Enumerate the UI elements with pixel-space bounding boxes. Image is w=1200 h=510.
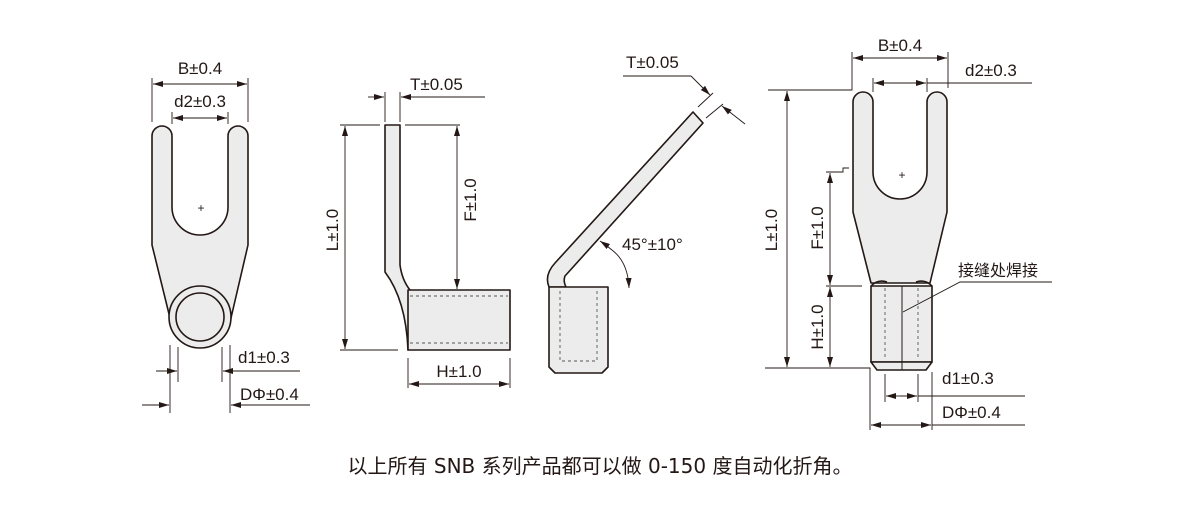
dim-dphi-2: DΦ±0.4 — [942, 403, 1001, 422]
dim-f-2: F±1.0 — [808, 206, 827, 249]
svg-text:+: + — [898, 168, 905, 182]
side-view: T±0.05 L±1.0 F±1.0 H±1.0 — [323, 75, 511, 388]
bent-view: T±0.05 45°±10° — [546, 53, 746, 374]
dim-d1-2: d1±0.3 — [942, 369, 994, 388]
dim-d2-2: d2±0.3 — [965, 61, 1017, 80]
weld-note: 接缝处焊接 — [958, 261, 1038, 280]
front-view-seam: + B±0.4 d2±0.3 L±1.0 F±1.0 H±1.0 d1±0.3 … — [762, 36, 1052, 430]
dim-t: T±0.05 — [410, 75, 463, 94]
caption: 以上所有 SNB 系列产品都可以做 0-150 度自动化折角。 — [347, 454, 853, 478]
dim-d1: d1±0.3 — [238, 348, 290, 367]
dim-h-2: H±1.0 — [808, 304, 827, 349]
dim-f: F±1.0 — [461, 178, 480, 221]
dim-h: H±1.0 — [436, 362, 481, 381]
dim-b: B±0.4 — [178, 59, 222, 78]
dim-d2: d2±0.3 — [174, 92, 226, 111]
dim-t-bent: T±0.05 — [626, 53, 679, 72]
dim-dphi: DΦ±0.4 — [240, 385, 299, 404]
front-view-round: + B±0.4 d2±0.3 d1±0.3 DΦ±0.4 — [142, 59, 310, 413]
dim-angle: 45°±10° — [622, 235, 683, 254]
svg-text:+: + — [197, 201, 204, 215]
dim-l-2: L±1.0 — [762, 209, 781, 251]
dim-l: L±1.0 — [323, 209, 342, 251]
dim-b-2: B±0.4 — [878, 36, 922, 55]
